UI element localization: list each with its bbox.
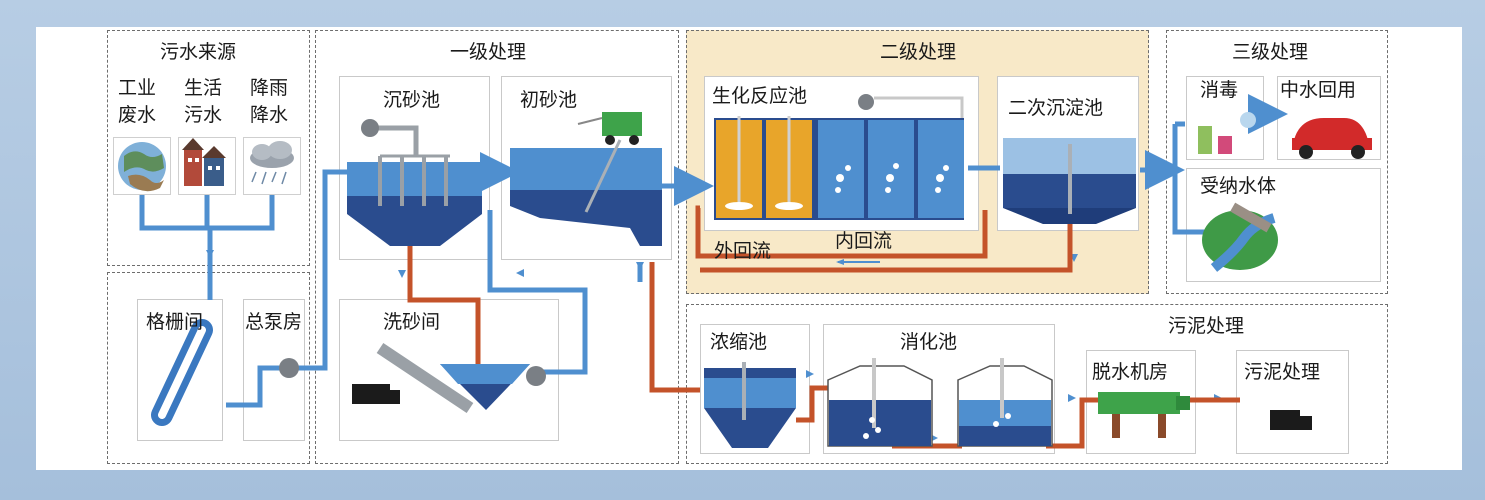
disposal-label: 污泥处理 <box>1244 361 1321 383</box>
rain-icon-box <box>243 137 301 195</box>
digester-label: 消化池 <box>900 331 958 353</box>
thickener-label: 浓缩池 <box>710 331 768 353</box>
industrial-label-1: 工业 <box>118 77 157 99</box>
domestic-label-1: 生活 <box>184 77 223 99</box>
internal-return-label: 内回流 <box>835 230 893 252</box>
initial-tank-label: 初砂池 <box>520 89 578 111</box>
rain-label-1: 降雨 <box>250 77 289 99</box>
disposal-box <box>1236 350 1349 454</box>
pump-house-label: 总泵房 <box>245 311 303 333</box>
screen-room-label: 格栅间 <box>146 311 204 333</box>
domestic-label-2: 污水 <box>184 104 223 126</box>
sludge-title: 污泥处理 <box>1168 315 1245 337</box>
grit-wash-label: 洗砂间 <box>383 311 441 333</box>
clarifier-label: 二次沉淀池 <box>1008 97 1104 119</box>
industrial-icon-box <box>113 137 171 195</box>
external-return-label: 外回流 <box>714 240 772 262</box>
primary-title: 一级处理 <box>450 41 527 63</box>
dewatering-label: 脱水机房 <box>1092 361 1169 383</box>
grit-wash-box <box>339 299 559 441</box>
rain-label-2: 降水 <box>250 104 289 126</box>
reuse-label: 中水回用 <box>1280 79 1357 101</box>
source-title: 污水来源 <box>160 41 237 63</box>
receiving-water-label: 受纳水体 <box>1200 175 1277 197</box>
grit-tank-label: 沉砂池 <box>383 89 441 111</box>
industrial-label-2: 废水 <box>118 104 157 126</box>
tertiary-title: 三级处理 <box>1232 41 1309 63</box>
disinfection-label: 消毒 <box>1200 79 1239 101</box>
secondary-title: 二级处理 <box>880 41 957 63</box>
bioreactor-label: 生化反应池 <box>712 85 808 107</box>
domestic-icon-box <box>178 137 236 195</box>
